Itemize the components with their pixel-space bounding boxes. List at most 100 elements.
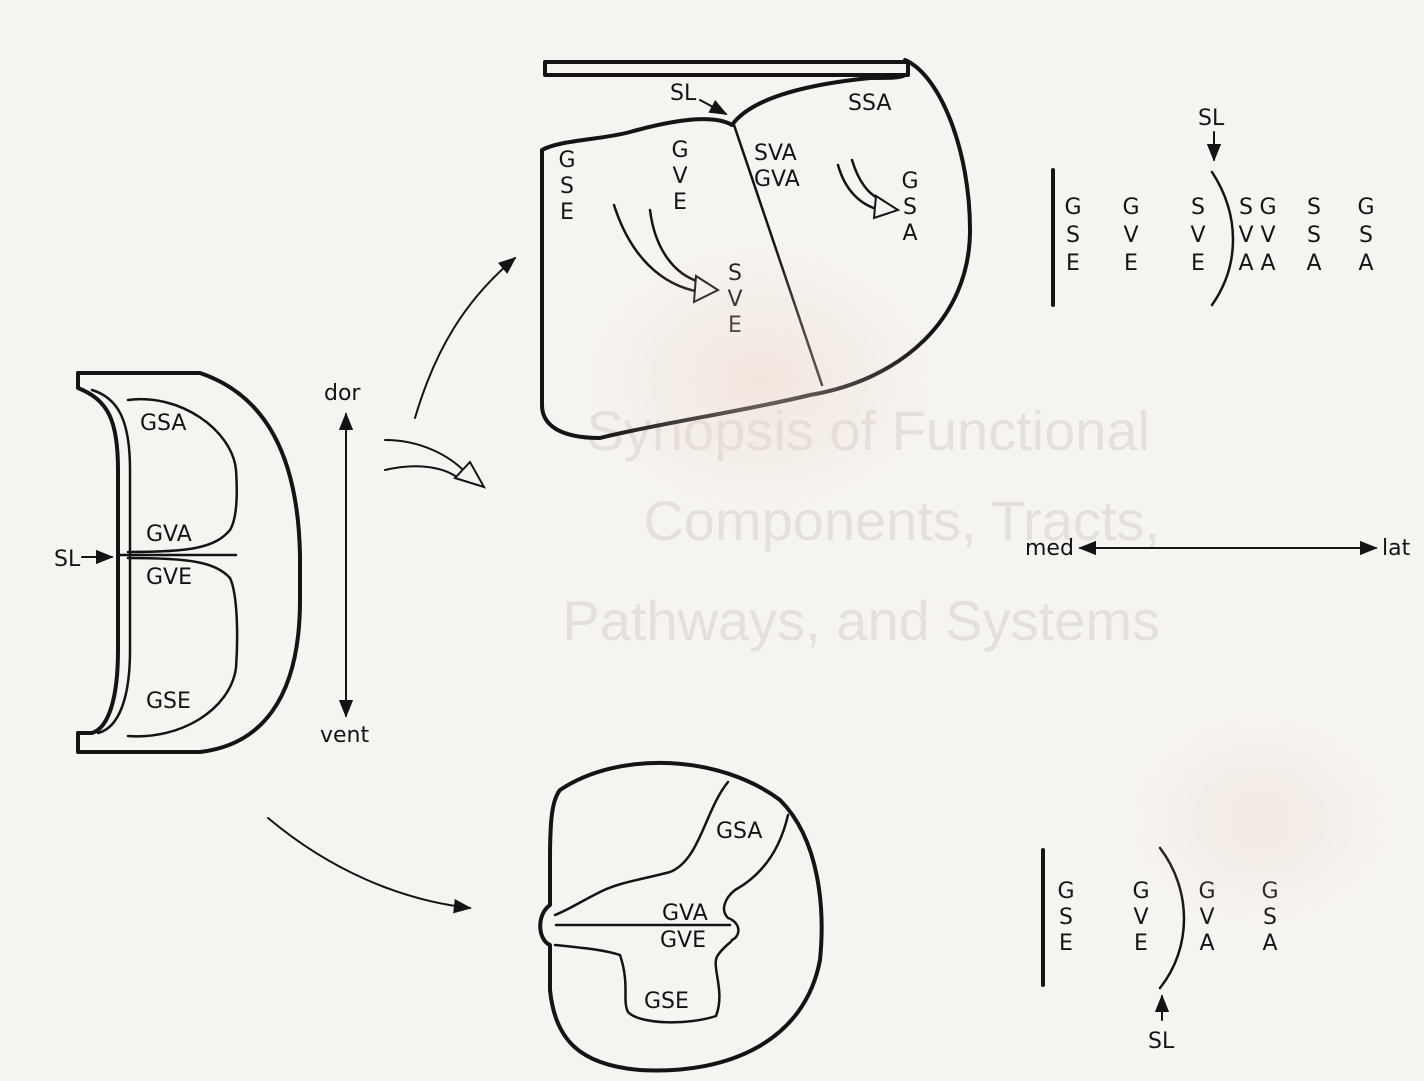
brainstem-column-7-letter-2: S bbox=[1359, 223, 1373, 248]
gse-migration-arrow-inner bbox=[648, 208, 702, 284]
spinal-cord-outline bbox=[538, 760, 824, 1073]
neural-tube-gva-label: GVA bbox=[146, 522, 192, 547]
brainstem-column-4-letter-2: V bbox=[1238, 223, 1253, 248]
brainstem-column-1: GSE bbox=[1064, 195, 1081, 276]
gve-letter-2: V bbox=[672, 164, 687, 189]
brainstem-column-4-letter-1: S bbox=[1239, 195, 1253, 220]
brainstem-column-6-letter-1: S bbox=[1307, 195, 1321, 220]
gse-letter-2: S bbox=[560, 174, 574, 199]
brainstem-column-2-letter-3: E bbox=[1124, 251, 1138, 276]
spinal-column-4: GSA bbox=[1261, 879, 1278, 956]
brainstem-column-5-letter-2: V bbox=[1260, 223, 1275, 248]
dorsal-horn-boundary bbox=[553, 780, 730, 917]
spinal-column-4-letter-3: A bbox=[1262, 931, 1277, 956]
sve-letter-1: S bbox=[728, 261, 742, 286]
brainstem-column-5: GVA bbox=[1259, 195, 1276, 276]
gva-migration-arrow-inner bbox=[850, 158, 884, 202]
spinal-column-4-letter-2: S bbox=[1263, 905, 1277, 930]
brainstem-outline bbox=[540, 58, 972, 440]
brainstem-divider bbox=[732, 123, 824, 387]
spinal-column-2-letter-1: G bbox=[1132, 879, 1149, 904]
gsa-migration-arrowhead bbox=[872, 194, 901, 220]
spinal-column-3-letter-3: A bbox=[1199, 931, 1214, 956]
spinal-column-3-letter-1: G bbox=[1198, 879, 1215, 904]
spinal-column-4-letter-1: G bbox=[1261, 879, 1278, 904]
spinal-gsa-label: GSA bbox=[716, 819, 762, 844]
gsa-lateral-boundary bbox=[722, 813, 790, 942]
brainstem-column-3-letter-2: V bbox=[1190, 223, 1205, 248]
vent-label: vent bbox=[320, 723, 369, 748]
spinal-column-1-letter-2: S bbox=[1059, 905, 1073, 930]
gse-letter-3: E bbox=[560, 200, 574, 225]
brainstem-column-1-letter-2: S bbox=[1066, 223, 1080, 248]
spinal-column-3-letter-2: V bbox=[1199, 905, 1214, 930]
brainstem-column-1-letter-3: E bbox=[1066, 251, 1080, 276]
brainstem-column-4: SVA bbox=[1238, 195, 1253, 276]
mediolateral-axis: med lat bbox=[1025, 536, 1411, 561]
neural-tube-ventricle-lining bbox=[90, 388, 132, 735]
arrow-to-spinal-cord bbox=[267, 817, 472, 914]
brainstem-schema-sl-label: SL bbox=[1198, 106, 1225, 131]
spinal-column-2-letter-2: V bbox=[1133, 905, 1148, 930]
brainstem-sve-vertical: S V E bbox=[727, 261, 742, 338]
brainstem-gse-vertical: G S E bbox=[558, 148, 575, 225]
basal-plate-boundary bbox=[126, 556, 239, 738]
gsa-letter-2: S bbox=[903, 195, 917, 220]
gse-letter-1: G bbox=[558, 148, 575, 173]
spinal-gse-label: GSE bbox=[644, 989, 689, 1014]
spinal-sulcus-curve bbox=[1158, 846, 1186, 990]
brainstem-column-4-letter-3: A bbox=[1238, 251, 1253, 276]
spinal-gve-label: GVE bbox=[660, 928, 706, 953]
brainstem-column-6-letter-3: A bbox=[1306, 251, 1321, 276]
sve-letter-3: E bbox=[728, 313, 742, 338]
lat-label: lat bbox=[1382, 536, 1411, 561]
brainstem-column-7: GSA bbox=[1357, 195, 1374, 276]
neural-tube-gve-label: GVE bbox=[146, 565, 192, 590]
spinal-column-1-letter-1: G bbox=[1057, 879, 1074, 904]
brainstem-sva-label: SVA bbox=[754, 141, 797, 166]
brainstem-column-7-letter-1: G bbox=[1357, 195, 1374, 220]
neural-tube-outline bbox=[76, 371, 303, 754]
ghost-line-1: Synopsis of Functional bbox=[587, 399, 1150, 462]
show-through-text: Synopsis of Functional Components, Tract… bbox=[562, 399, 1160, 652]
brainstem-column-6: SSA bbox=[1306, 195, 1321, 276]
spinal-column-3: GVA bbox=[1198, 879, 1215, 956]
spinal-column-1-letter-3: E bbox=[1059, 931, 1073, 956]
brainstem-sl-label: SL bbox=[670, 81, 697, 106]
brainstem-column-2: GVE bbox=[1122, 195, 1139, 276]
neural-tube-gsa-label: GSA bbox=[140, 411, 186, 436]
brainstem-section: SL SSA SVA GVA G S E G V E S V E G S A bbox=[540, 58, 972, 440]
gve-letter-3: E bbox=[673, 190, 687, 215]
rotation-arrow-lower bbox=[384, 465, 459, 479]
sve-migration-arrowhead bbox=[692, 274, 721, 304]
brainstem-sl-arrow bbox=[699, 99, 728, 115]
brainstem-column-3: SVE bbox=[1190, 195, 1205, 276]
brainstem-column-3-letter-1: S bbox=[1191, 195, 1205, 220]
dor-label: dor bbox=[324, 381, 361, 406]
alar-plate-boundary bbox=[126, 397, 238, 554]
development-arrows bbox=[267, 256, 517, 914]
sve-letter-2: V bbox=[727, 287, 742, 312]
rotation-arrowhead bbox=[453, 460, 487, 489]
gva-migration-arrow-outer bbox=[836, 163, 882, 212]
ghost-line-2: Components, Tracts, bbox=[643, 489, 1160, 552]
spinal-column-2: GVE bbox=[1132, 879, 1149, 956]
brainstem-gve-vertical: G V E bbox=[671, 138, 688, 215]
brainstem-gsa-vertical: G S A bbox=[901, 169, 918, 246]
gse-migration-arrow-outer bbox=[612, 203, 702, 294]
gve-letter-1: G bbox=[671, 138, 688, 163]
spinal-gva-label: GVA bbox=[662, 901, 708, 926]
spinal-cord-section: GSA GVA GVE GSE bbox=[538, 760, 824, 1073]
neural-tube-sl-label: SL bbox=[54, 547, 81, 572]
gsa-letter-1: G bbox=[901, 169, 918, 194]
brainstem-column-2-letter-1: G bbox=[1122, 195, 1139, 220]
brainstem-column-2-letter-2: V bbox=[1123, 223, 1138, 248]
neural-tube-gse-label: GSE bbox=[146, 689, 191, 714]
brainstem-column-3-letter-3: E bbox=[1191, 251, 1205, 276]
brainstem-ssa-label: SSA bbox=[848, 91, 891, 116]
arrow-to-brainstem bbox=[414, 256, 517, 419]
brainstem-column-5-letter-3: A bbox=[1260, 251, 1275, 276]
